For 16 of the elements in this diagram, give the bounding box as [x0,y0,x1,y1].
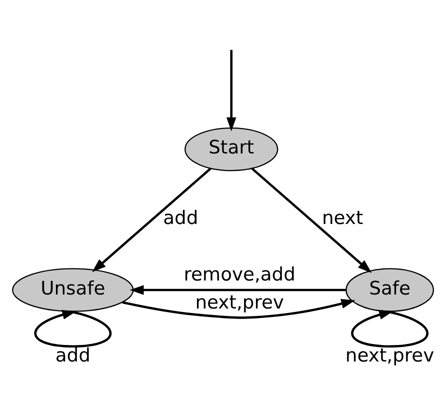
edge-label: next,prev [195,292,284,314]
node-ellipse: Unsafe [12,268,134,312]
edge-label: add [55,345,90,366]
arrow [251,168,372,274]
arrow [130,285,346,295]
arrow [226,50,236,132]
arrow [34,310,112,348]
node-ellipse: Start [184,127,278,172]
edge-label: next,prev [345,345,434,366]
arrow [92,168,212,272]
arrow [122,298,356,319]
node-ellipse: Safe [346,268,434,312]
arrow [351,310,428,348]
edge-label: add [163,208,198,230]
edge-label: next [322,208,364,230]
edge-label: remove,add [184,264,296,286]
